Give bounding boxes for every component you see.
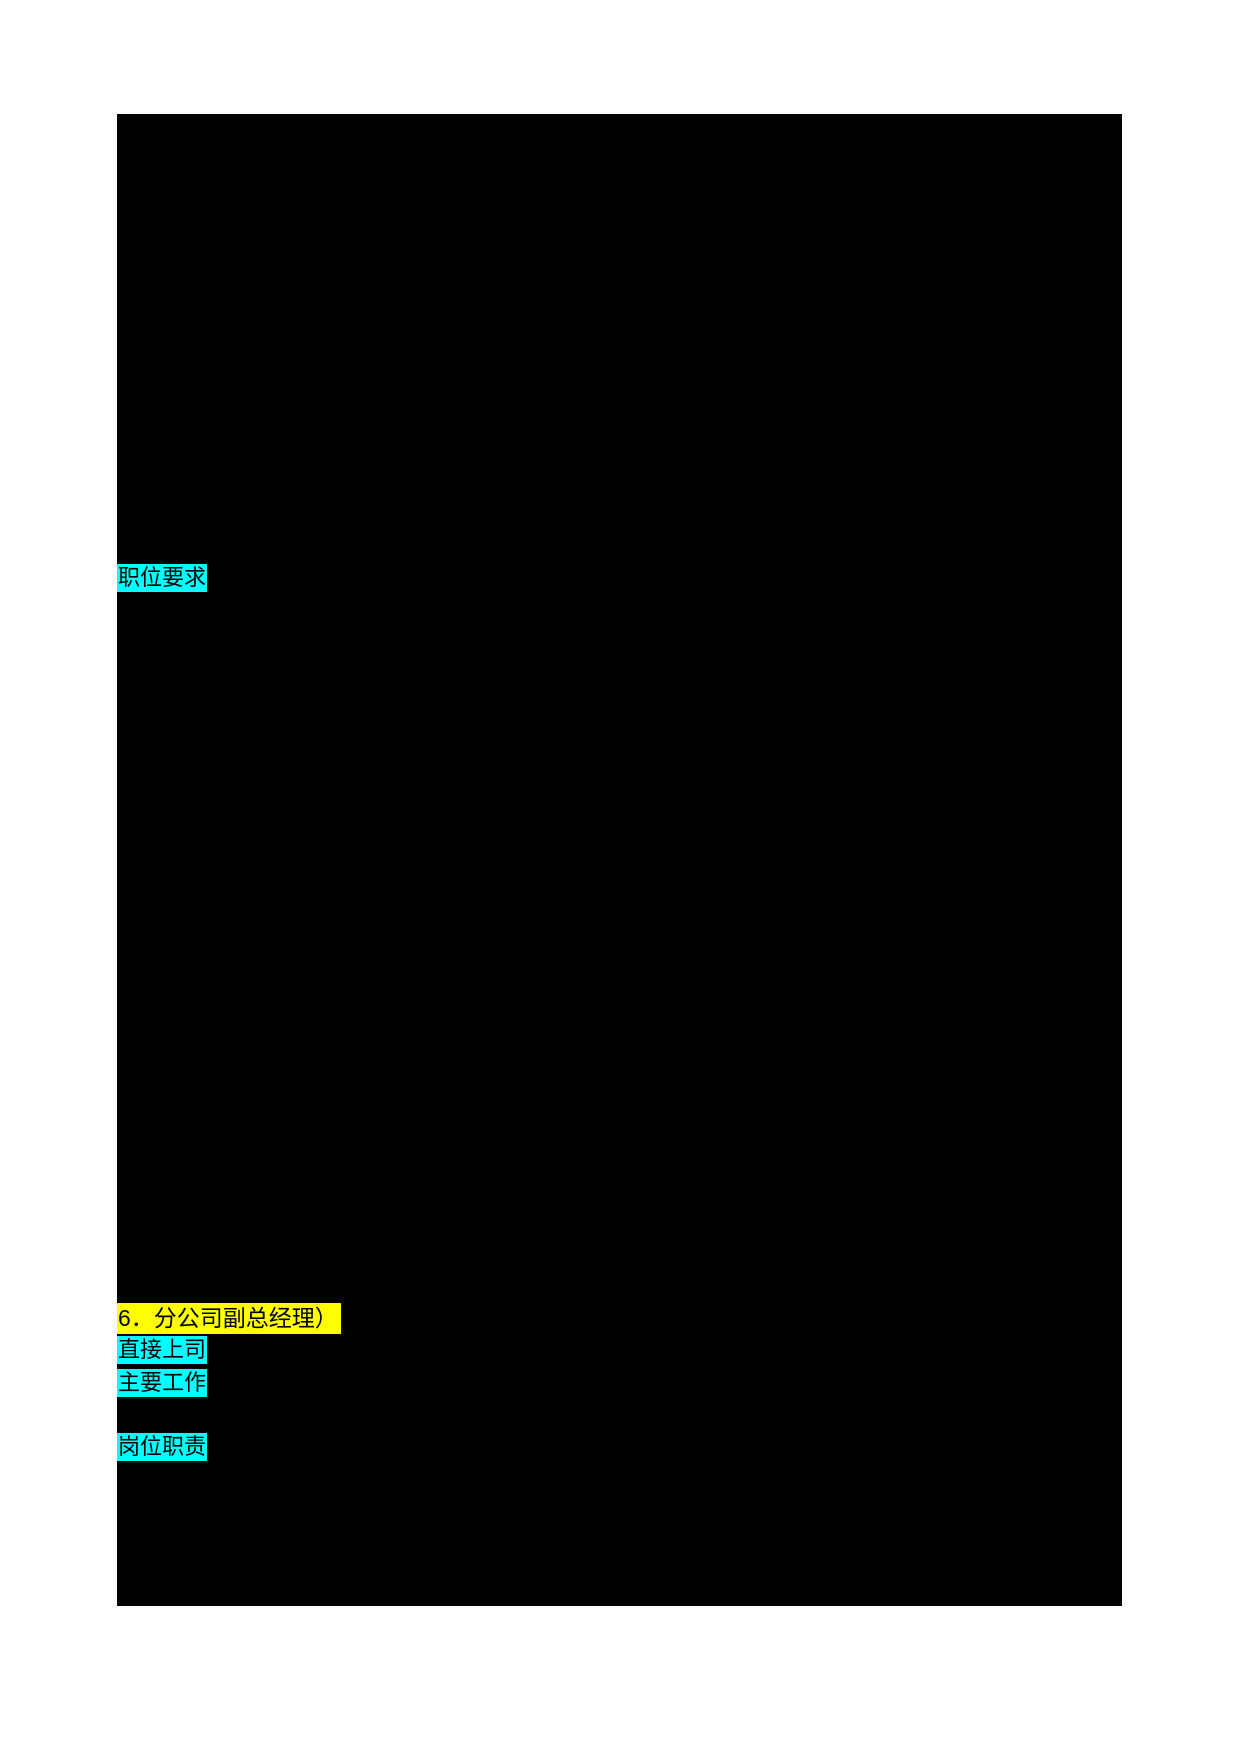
highlighted-label-direct-supervisor: 直接上司 bbox=[117, 1336, 208, 1364]
highlighted-label-main-work: 主要工作 bbox=[117, 1369, 208, 1397]
highlighted-label-job-requirements: 职位要求 bbox=[117, 564, 208, 592]
highlighted-label-job-duties: 岗位职责 bbox=[117, 1433, 208, 1461]
highlighted-heading-branch-deputy-general-manager: 6．分公司副总经理） bbox=[117, 1303, 341, 1334]
content-block: 职位要求 6．分公司副总经理） 直接上司 主要工作 岗位职责 bbox=[117, 114, 1122, 1606]
